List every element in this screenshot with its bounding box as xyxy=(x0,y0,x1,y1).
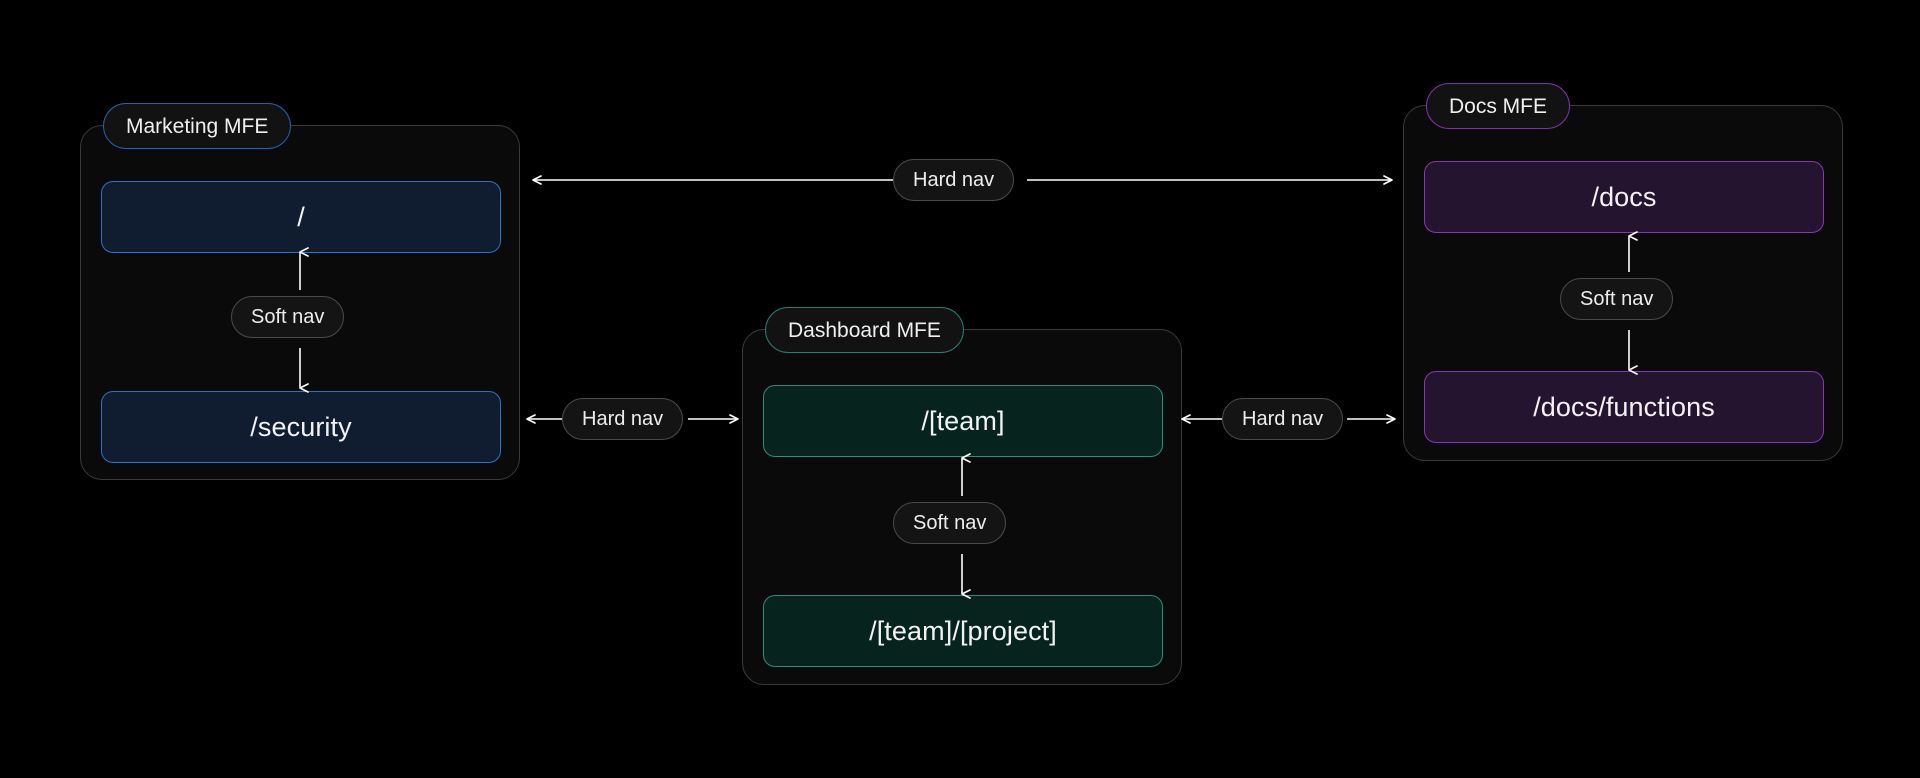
route-box-docs-root[interactable]: /docs xyxy=(1424,161,1824,233)
mfe-group-dashboard[interactable]: Dashboard MFE /[team] /[team]/[project] xyxy=(742,307,1182,685)
soft-nav-pill-marketing[interactable]: Soft nav xyxy=(231,296,345,338)
hard-nav-pill-marketing-dashboard[interactable]: Hard nav xyxy=(562,398,684,440)
mfe-label-docs: Docs MFE xyxy=(1426,83,1571,129)
hard-nav-pill-dashboard-docs[interactable]: Hard nav xyxy=(1222,398,1344,440)
route-box-marketing-security[interactable]: /security xyxy=(101,391,501,463)
route-box-marketing-root[interactable]: / xyxy=(101,181,501,253)
route-box-docs-functions[interactable]: /docs/functions xyxy=(1424,371,1824,443)
soft-nav-pill-docs[interactable]: Soft nav xyxy=(1560,278,1674,320)
route-box-dashboard-team[interactable]: /[team] xyxy=(763,385,1163,457)
hard-nav-pill-marketing-docs[interactable]: Hard nav xyxy=(893,159,1015,201)
mfe-group-docs[interactable]: Docs MFE /docs /docs/functions xyxy=(1403,83,1843,461)
mfe-label-marketing: Marketing MFE xyxy=(103,103,292,149)
mfe-label-dashboard: Dashboard MFE xyxy=(765,307,964,353)
soft-nav-pill-dashboard[interactable]: Soft nav xyxy=(893,502,1007,544)
route-box-dashboard-team-project[interactable]: /[team]/[project] xyxy=(763,595,1163,667)
